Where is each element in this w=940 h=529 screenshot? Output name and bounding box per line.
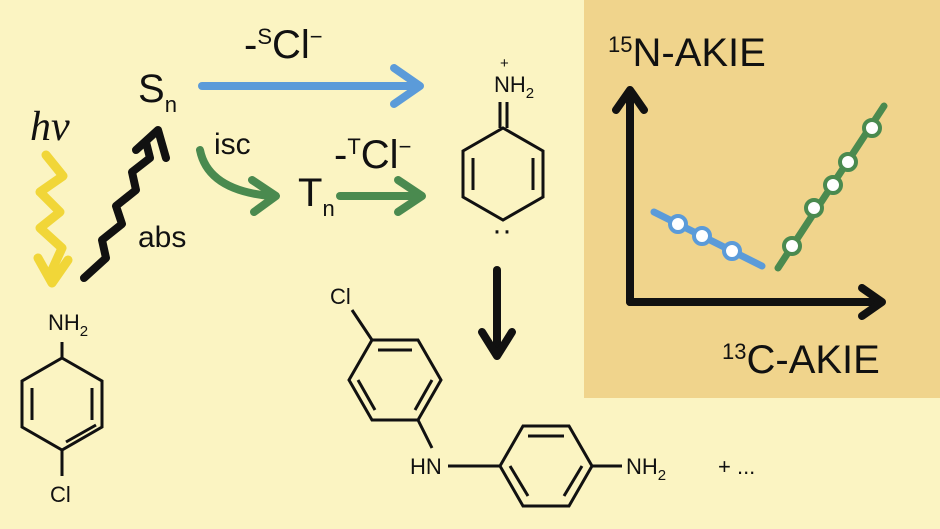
plus-more: + ... [718,454,755,479]
lone-pair-dots: ·· [492,214,512,247]
plus-charge: + [500,55,509,72]
singlet-point [722,241,742,261]
down-arrow [478,266,516,360]
product-ring-2 [448,424,622,508]
triplet-point [823,175,843,195]
product-nh2-label: NH2 [626,454,666,484]
triplet-point [804,198,824,218]
y-axis-label: 15N-AKIE [608,31,766,75]
absorption-arrow [80,126,170,282]
product-ring-1 [347,309,443,449]
photon-squiggle [33,150,73,288]
triplet-arrow [336,176,426,216]
triplet-point [862,118,882,138]
chloroaniline-ring [20,342,104,476]
iminium-label: NH2 [494,72,534,102]
singlet-trend [650,208,766,270]
kie-panel [584,0,940,398]
product-cl-label: Cl [330,284,351,309]
kie-axes [612,86,886,320]
cation-ring [461,102,545,222]
reactant-cl-label: Cl [50,482,71,507]
x-axis-label: 13C-AKIE [722,338,880,382]
singlet-state: Sn [138,67,177,117]
triplet-cl-loss-label: -TCl− [334,133,411,177]
product-hn-label: HN [410,454,442,479]
singlet-point [668,214,688,234]
singlet-point [692,226,712,246]
isc-arrow [196,146,280,216]
triplet-point [838,152,858,172]
isc-label: isc [214,128,251,161]
triplet-point [782,236,802,256]
singlet-arrow [198,64,424,108]
triplet-trend [774,102,888,272]
triplet-state: Tn [298,171,335,221]
abs-label: abs [138,221,186,254]
hv-label: hν [30,104,70,150]
singlet-cl-loss-label: -SCl− [244,23,323,67]
reactant-nh2-label: NH2 [48,310,88,340]
